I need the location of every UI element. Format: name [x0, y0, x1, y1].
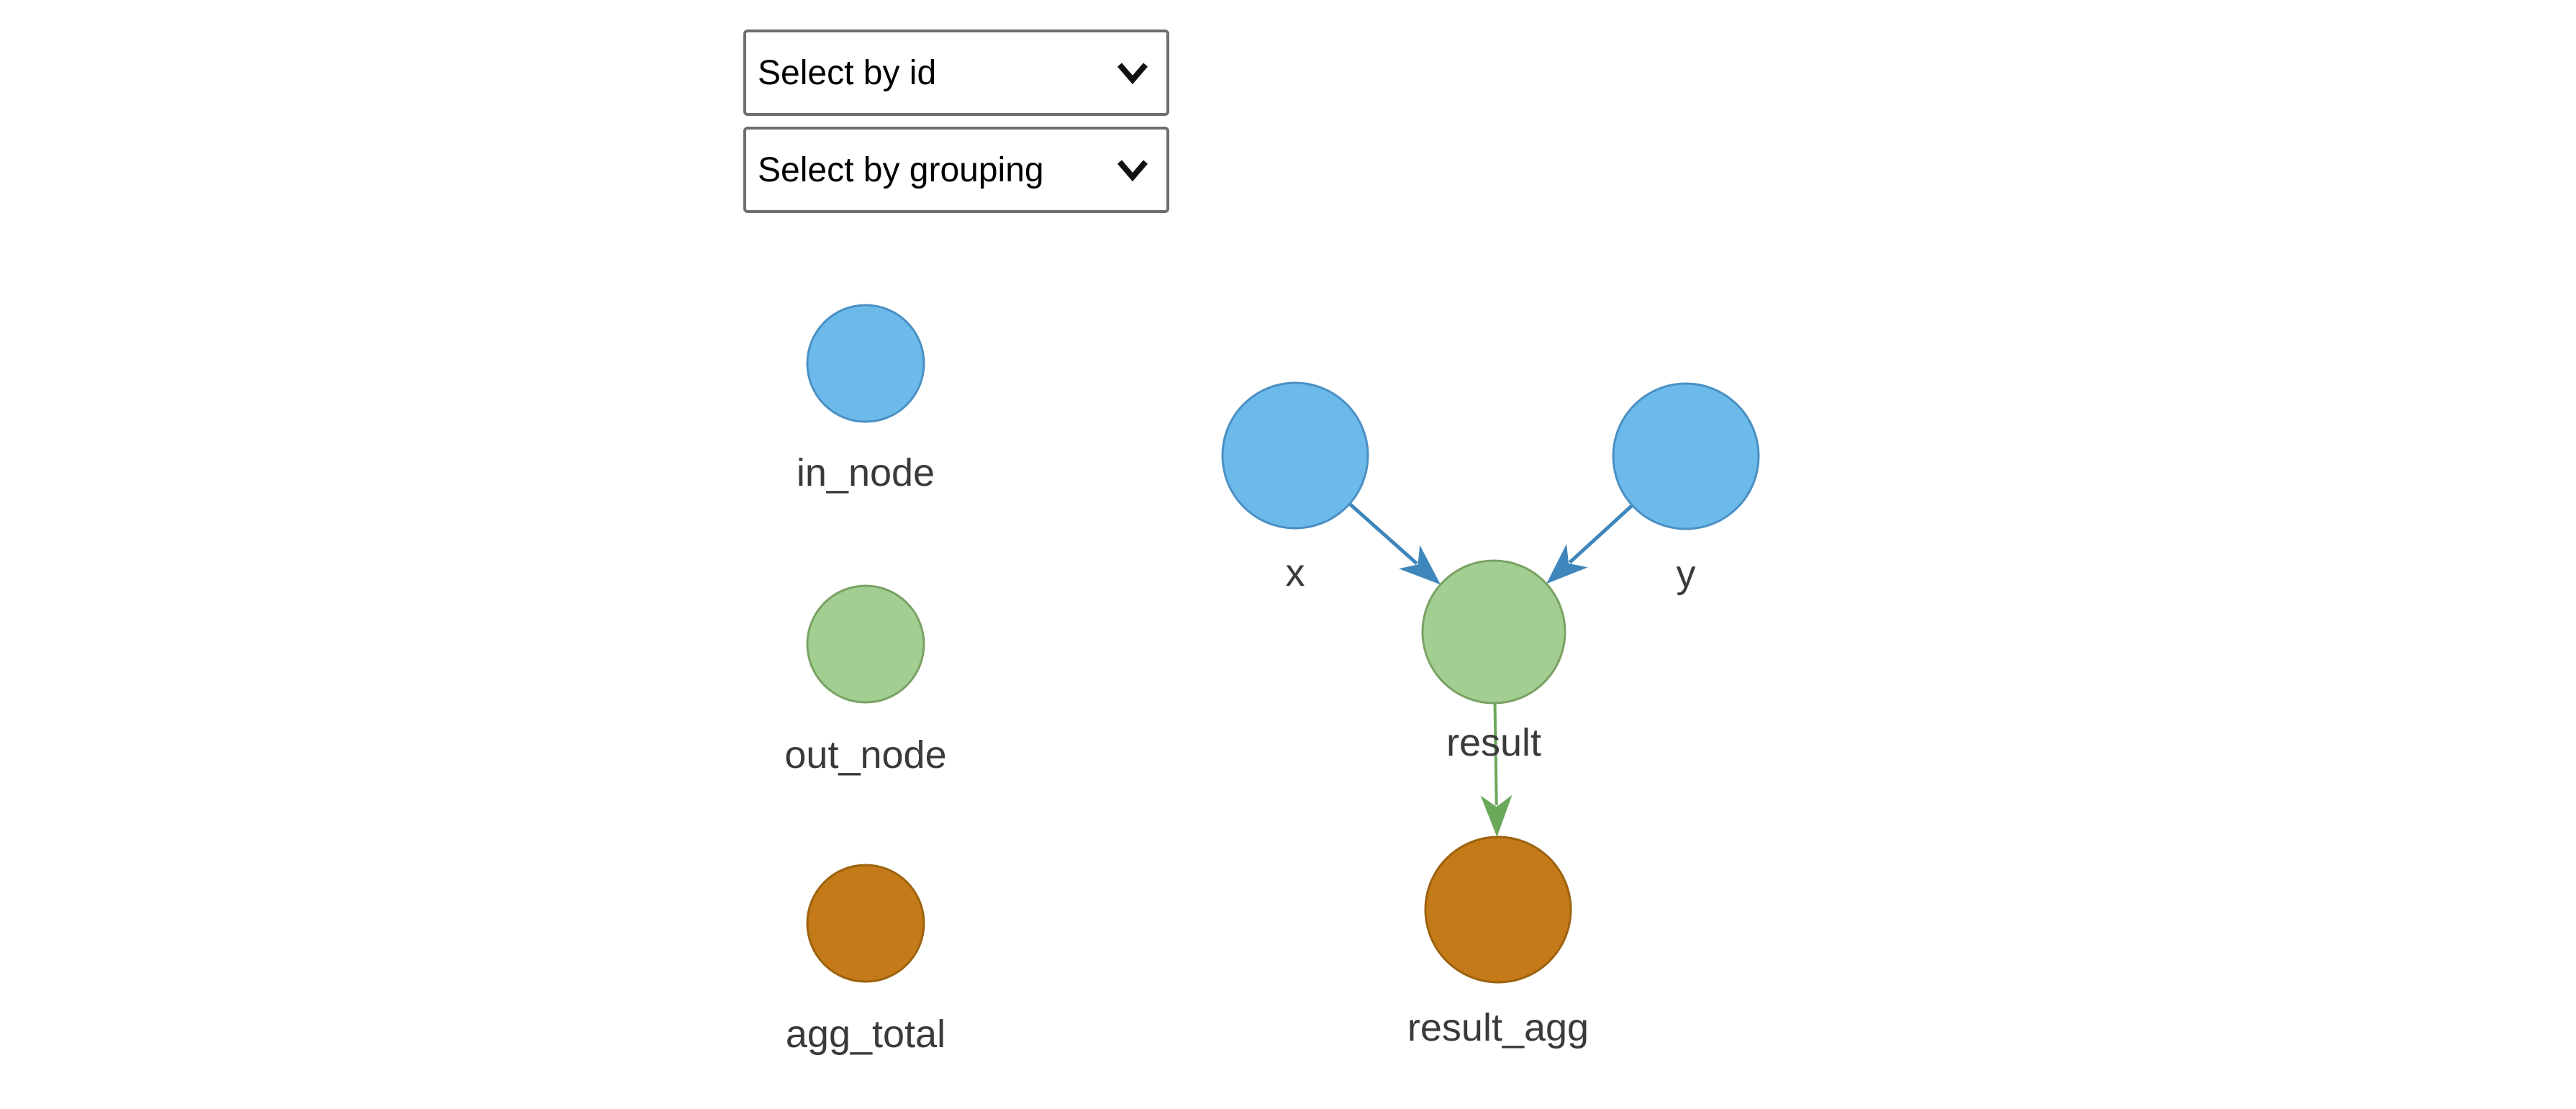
- legend-swatch-out_node: [806, 584, 925, 704]
- graph-node-label-x: x: [1286, 551, 1305, 594]
- legend-label-agg_total: agg_total: [786, 1013, 945, 1056]
- select-by-grouping-wrapper: Select by grouping: [743, 127, 1169, 213]
- select-by-id-wrapper: Select by id: [743, 30, 1169, 116]
- legend-swatch-in_node: [806, 304, 925, 423]
- graph-arrowhead-y-result: [1546, 543, 1588, 584]
- graph-node-label-result_agg: result_agg: [1407, 1006, 1589, 1049]
- graph-edge-y-result: [1568, 504, 1634, 564]
- graph-edge-result-result_agg: [1493, 702, 1498, 806]
- graph-node-result_agg[interactable]: [1424, 836, 1572, 984]
- graph-edge-x-result: [1348, 502, 1418, 565]
- legend-swatch-agg_total: [806, 864, 925, 983]
- legend-label-in_node: in_node: [797, 451, 935, 494]
- graph-arrowhead-x-result: [1398, 545, 1441, 585]
- graph-node-label-y: y: [1677, 553, 1696, 596]
- legend-label-out_node: out_node: [784, 733, 946, 777]
- graph: x y result result_agg: [1221, 381, 1760, 1049]
- graph-node-label-result: result: [1446, 721, 1541, 764]
- graph-node-result[interactable]: [1421, 559, 1566, 705]
- select-by-grouping[interactable]: Select by grouping: [743, 127, 1169, 213]
- graph-arrowhead-result-result_agg: [1480, 795, 1513, 838]
- graph-node-x[interactable]: [1221, 381, 1369, 530]
- graph-node-y[interactable]: [1612, 382, 1760, 530]
- select-by-id[interactable]: Select by id: [743, 30, 1169, 116]
- legend: in_node out_node agg_total: [784, 304, 947, 1056]
